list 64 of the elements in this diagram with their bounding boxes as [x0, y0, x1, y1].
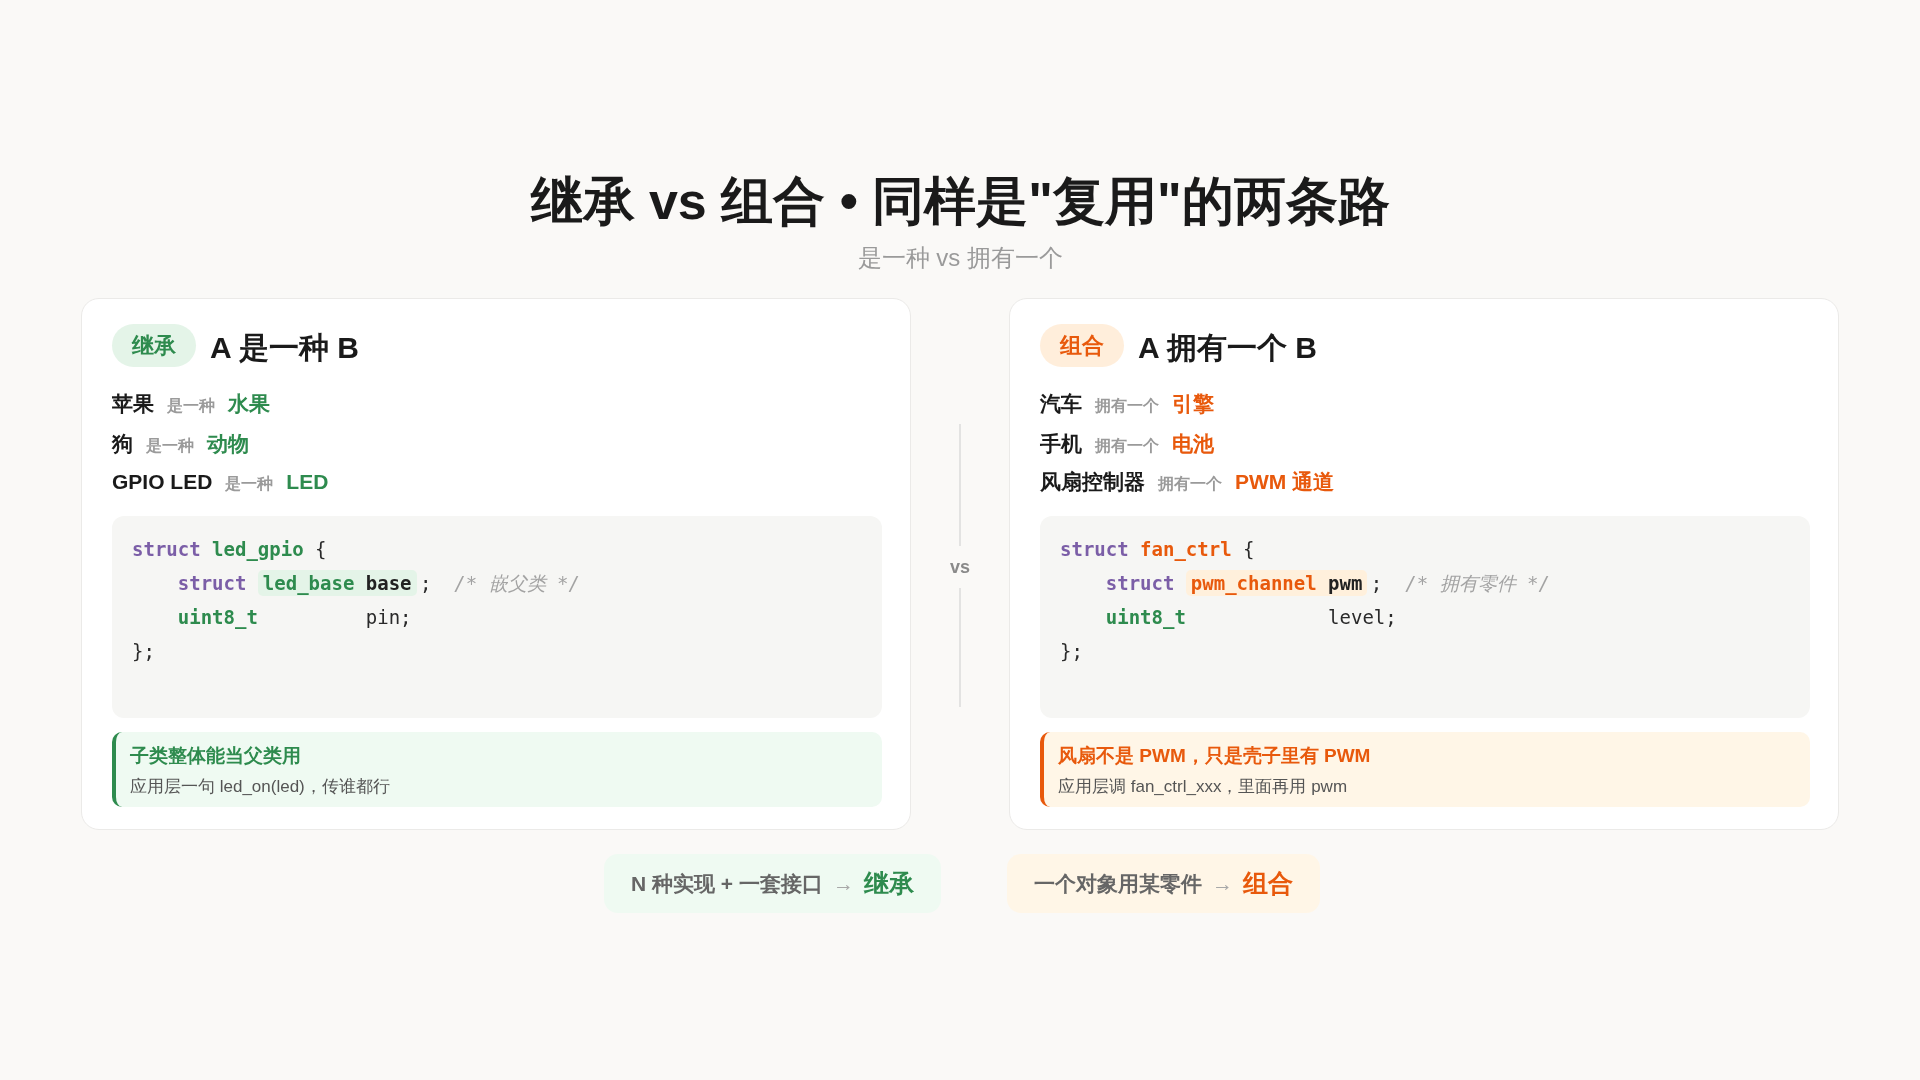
- category-badge: 组合: [1040, 324, 1124, 367]
- note-title: 风扇不是 PWM，只是壳子里有 PWM: [1058, 744, 1371, 768]
- code-comment: /* 嵌父类 */: [454, 572, 580, 594]
- code-block: [1040, 516, 1810, 718]
- note-box: [1040, 732, 1810, 807]
- code-keyword: struct: [1105, 572, 1175, 594]
- card: [1009, 298, 1839, 830]
- note-text: 应用层调 fan_ctrl_xxx，里面再用 pwm: [1058, 776, 1348, 798]
- page-subtitle: 是一种 vs 拥有一个: [857, 243, 1063, 273]
- object-text: 电池: [1172, 431, 1214, 457]
- category-badge: 继承: [112, 324, 196, 367]
- object-text: 水果: [228, 391, 270, 417]
- code-type: led_gpio: [212, 538, 304, 560]
- card: [81, 298, 911, 830]
- subject-text: 风扇控制器: [1040, 469, 1145, 495]
- code-text: level;: [1328, 606, 1397, 628]
- code-block: [112, 516, 882, 718]
- code-text: ;: [1370, 572, 1383, 594]
- summary-term: 组合: [1243, 868, 1293, 899]
- note-text: 应用层一句 led_on(led)，传谁都行: [130, 776, 390, 798]
- object-text: 动物: [207, 431, 249, 457]
- code-text: pin;: [365, 606, 412, 628]
- code-type: fan_ctrl: [1140, 538, 1232, 560]
- summary-text: N 种实现 + 一套接口: [631, 870, 823, 897]
- code-type: pwm_channel: [1190, 572, 1317, 594]
- object-text: PWM 通道: [1235, 469, 1335, 495]
- page-title: 继承 vs 组合 • 同样是"复用"的两条路: [530, 171, 1390, 232]
- code-text: };: [1060, 640, 1083, 662]
- code-keyword: struct: [177, 572, 247, 594]
- code-text: base: [365, 572, 412, 594]
- arrow-glyph: →: [832, 871, 854, 896]
- relation-text: 拥有一个: [1095, 436, 1159, 456]
- code-highlight: [1185, 570, 1368, 596]
- relation-text: 拥有一个: [1158, 474, 1222, 494]
- code-text: pwm: [1328, 572, 1363, 594]
- relation-text: 是一种: [167, 396, 215, 416]
- card-heading: A 拥有一个 B: [1138, 330, 1317, 366]
- code-text: };: [132, 640, 155, 662]
- subject-text: GPIO LED: [112, 469, 213, 495]
- code-text: ;: [419, 572, 432, 594]
- card-heading: A 是一种 B: [210, 330, 359, 366]
- vs-label: vs: [950, 555, 971, 578]
- code-text: {: [315, 538, 327, 560]
- code-keyword: struct: [132, 538, 201, 560]
- subject-text: 汽车: [1040, 391, 1082, 417]
- object-text: 引擎: [1172, 391, 1214, 417]
- code-keyword: struct: [1060, 538, 1129, 560]
- relation-text: 是一种: [146, 436, 194, 456]
- code-comment: /* 拥有零件 */: [1405, 572, 1550, 594]
- code-text: {: [1243, 538, 1255, 560]
- code-type: uint8_t: [1105, 606, 1186, 628]
- relation-text: 是一种: [225, 474, 274, 494]
- subject-text: 狗: [112, 431, 133, 457]
- relation-text: 拥有一个: [1095, 396, 1159, 416]
- note-title: 子类整体能当父类用: [130, 744, 301, 768]
- object-text: LED: [286, 469, 329, 495]
- summary-text: 一个对象用某零件: [1034, 870, 1202, 897]
- summary-term: 继承: [863, 868, 914, 899]
- code-type: led_base: [262, 572, 355, 594]
- subject-text: 手机: [1040, 431, 1082, 457]
- code-type: uint8_t: [177, 606, 258, 628]
- note-box: [112, 732, 882, 807]
- arrow-glyph: →: [1212, 871, 1233, 896]
- subject-text: 苹果: [112, 391, 154, 417]
